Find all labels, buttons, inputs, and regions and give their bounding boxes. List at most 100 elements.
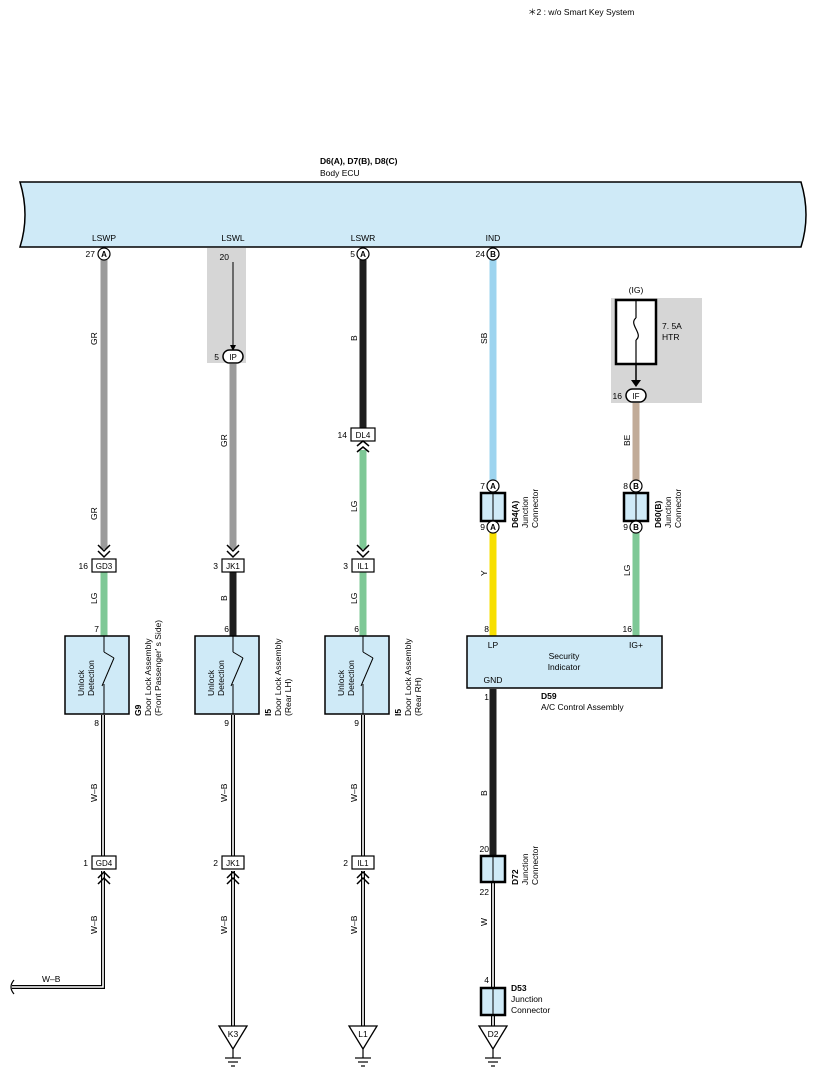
svg-text:(Rear LH): (Rear LH) — [283, 679, 293, 716]
wire-label-wb-6: W–B — [349, 915, 359, 934]
door-lock-assembly-front-passenger: 7 8 Unlock Detection G9 Door Lock Assemb… — [64, 620, 163, 728]
svg-text:Detection: Detection — [346, 660, 356, 696]
connector-gd4: GD4 1 — [83, 855, 117, 885]
connector-il1-top: IL1 3 — [343, 544, 375, 573]
svg-text:D72: D72 — [510, 869, 520, 885]
svg-text:GND: GND — [484, 675, 503, 685]
svg-text:Junction: Junction — [663, 496, 673, 528]
door-lock-assembly-rear-rh: 6 9 Unlock Detection I5 Door Lock Assemb… — [324, 624, 423, 728]
svg-text:9: 9 — [354, 718, 359, 728]
svg-text:B: B — [490, 250, 496, 259]
svg-text:JK1: JK1 — [226, 562, 240, 571]
svg-text:3: 3 — [343, 561, 348, 571]
wire-label-be: BE — [622, 434, 632, 446]
fuse-icon — [614, 298, 658, 366]
svg-text:22: 22 — [480, 887, 490, 897]
svg-text:A: A — [490, 523, 496, 532]
svg-text:Indicator: Indicator — [548, 662, 581, 672]
svg-text:6: 6 — [224, 624, 229, 634]
svg-text:Unlock: Unlock — [76, 669, 86, 696]
ground-k3-icon: K3 — [217, 1025, 249, 1067]
wire-label-b-3: B — [479, 790, 489, 796]
wire-label-lg-4: LG — [622, 565, 632, 576]
svg-text:27: 27 — [86, 249, 96, 259]
junction-d72: 20 22 D72 Junction Connector — [480, 844, 540, 897]
svg-text:A/C Control Assembly: A/C Control Assembly — [541, 702, 624, 712]
svg-text:Detection: Detection — [86, 660, 96, 696]
svg-text:8: 8 — [484, 624, 489, 634]
svg-text:2: 2 — [213, 858, 218, 868]
svg-text:16: 16 — [613, 391, 623, 401]
svg-text:LP: LP — [488, 640, 499, 650]
svg-text:Junction: Junction — [520, 496, 530, 528]
wire-lswp-wb-2-core — [12, 871, 104, 988]
connector-dl4: DL4 14 — [338, 427, 376, 453]
wire-label-gr-3: GR — [219, 434, 229, 447]
ecu-pin-lswl-label: LSWL — [221, 233, 244, 243]
svg-text:(Rear RH): (Rear RH) — [413, 677, 423, 716]
svg-text:D60(B): D60(B) — [653, 500, 663, 528]
svg-text:A: A — [360, 250, 366, 259]
svg-text:I5: I5 — [393, 709, 403, 716]
ecu-body — [18, 181, 807, 248]
svg-text:Detection: Detection — [216, 660, 226, 696]
svg-text:D2: D2 — [488, 1029, 499, 1039]
wire-label-lg-3: LG — [349, 593, 359, 604]
svg-text:2: 2 — [343, 858, 348, 868]
svg-text:G9: G9 — [133, 704, 143, 716]
wire-label-wb-5: W–B — [349, 783, 359, 802]
ecu-code: D6(A), D7(B), D8(C) — [320, 156, 398, 166]
wire-label-wb-2: W–B — [89, 915, 99, 934]
ecu-name: Body ECU — [320, 168, 360, 178]
ecu-pin-27: A 27 — [86, 247, 111, 261]
svg-text:1: 1 — [484, 692, 489, 702]
wire-label-wb-3: W–B — [219, 783, 229, 802]
connector-gd3: GD3 16 — [79, 544, 117, 573]
svg-text:Unlock: Unlock — [206, 669, 216, 696]
svg-text:GD3: GD3 — [96, 562, 113, 571]
ecu-pin-5: A 5 — [350, 247, 370, 261]
wire-label-lg-1: LG — [89, 593, 99, 604]
svg-text:IL1: IL1 — [357, 859, 369, 868]
wire-label-lg-2: LG — [349, 501, 359, 512]
svg-text:I5: I5 — [263, 709, 273, 716]
fuse-name: HTR — [662, 332, 679, 342]
connector-jk1-top: JK1 3 — [213, 544, 245, 573]
svg-text:Door Lock Assembly: Door Lock Assembly — [143, 638, 153, 716]
svg-text:3: 3 — [213, 561, 218, 571]
svg-text:Connector: Connector — [511, 1005, 550, 1015]
svg-text:Security: Security — [549, 651, 580, 661]
svg-text:Unlock: Unlock — [336, 669, 346, 696]
svg-text:Door Lock Assembly: Door Lock Assembly — [403, 638, 413, 716]
svg-text:B: B — [633, 523, 639, 532]
connector-if: IF 16 — [613, 388, 647, 403]
wire-label-b-2: B — [349, 335, 359, 341]
svg-text:Connector: Connector — [530, 846, 540, 885]
ac-control-assembly: 8 16 LP IG+ Security Indicator GND 1 D59… — [466, 624, 663, 712]
svg-text:8: 8 — [94, 718, 99, 728]
wire-label-wb-out: W–B — [42, 974, 61, 984]
ecu-pin-lswr-label: LSWR — [351, 233, 376, 243]
svg-text:IP: IP — [229, 353, 237, 362]
svg-text:1: 1 — [83, 858, 88, 868]
junction-d60: B 8 B 9 D60(B) Junction Connector — [622, 479, 683, 534]
ecu-pin-ind-label: IND — [486, 233, 501, 243]
svg-text:K3: K3 — [228, 1029, 239, 1039]
svg-text:IL1: IL1 — [357, 562, 369, 571]
svg-text:D53: D53 — [511, 983, 527, 993]
ecu-pin-24: B 24 — [476, 247, 500, 261]
svg-text:A: A — [490, 482, 496, 491]
svg-text:A: A — [101, 250, 107, 259]
svg-text:6: 6 — [354, 624, 359, 634]
svg-text:16: 16 — [79, 561, 89, 571]
wire-break-icon — [10, 979, 15, 995]
svg-text:5: 5 — [214, 352, 219, 362]
door-lock-assembly-rear-lh: 6 9 Unlock Detection I5 Door Lock Assemb… — [194, 624, 293, 728]
fuse-group: (IG) — [629, 285, 644, 295]
ground-d2-icon: D2 — [477, 1025, 509, 1067]
svg-text:Junction: Junction — [520, 853, 530, 885]
svg-text:Connector: Connector — [673, 489, 683, 528]
ecu-pin-lswp-label: LSWP — [92, 233, 116, 243]
svg-text:D59: D59 — [541, 691, 557, 701]
